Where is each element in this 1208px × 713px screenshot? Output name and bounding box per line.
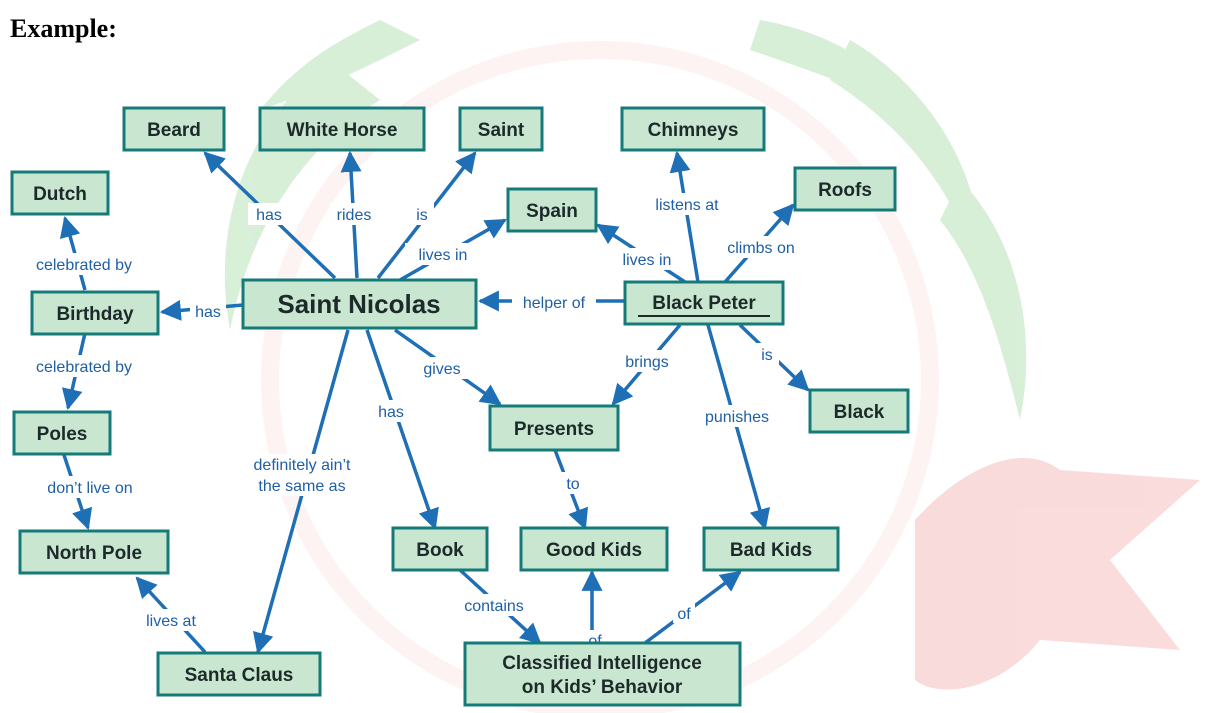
label-celebrated-by-1: celebrated by [36,257,132,274]
svg-text:White Horse: White Horse [287,120,398,141]
svg-text:Birthday: Birthday [56,304,134,325]
watermark-laurel-right-3 [940,180,1027,420]
label-definitely-line2: the same as [258,478,345,495]
node-classified-intelligence: Classified Intelligence on Kids’ Behavio… [463,641,742,707]
label-punishes: punishes [705,409,769,426]
node-spain: Spain [506,187,598,233]
watermark-ring [261,41,939,713]
node-saint: Saint [458,106,544,152]
label-lives-at: lives at [146,613,196,630]
svg-text:Black Peter: Black Peter [652,293,756,314]
label-is-saint: is [416,207,428,224]
label-has-book: has [378,404,404,421]
node-poles: Poles [12,410,112,456]
node-good-kids: Good Kids [519,526,669,572]
svg-text:Chimneys: Chimneys [648,120,739,141]
svg-text:on Kids’ Behavior: on Kids’ Behavior [522,677,683,698]
label-dont-live-on: don’t live on [47,480,132,497]
label-celebrated-by-2: celebrated by [36,359,132,376]
label-brings: brings [625,354,669,371]
node-santa-claus: Santa Claus [156,651,322,697]
svg-text:Dutch: Dutch [33,184,87,205]
label-gives: gives [423,361,460,378]
node-bad-kids: Bad Kids [702,526,840,572]
nodes: Beard White Horse Saint Chimneys Dutch R… [10,106,910,707]
edge-listens-at [669,150,700,283]
label-definitely-line1: definitely ain’t [254,457,352,474]
watermark-laurel-right-2 [750,20,920,110]
watermark-laurel-left-2 [260,20,420,110]
label-lives-in-2: lives in [623,252,672,269]
svg-text:Saint Nicolas: Saint Nicolas [277,289,440,319]
watermark-laurel-right [830,40,981,280]
node-book: Book [391,526,489,572]
svg-text:Black: Black [834,402,885,423]
node-white-horse: White Horse [258,106,426,152]
svg-text:Presents: Presents [514,419,594,440]
label-lives-in-1: lives in [419,247,468,264]
label-has-birthday: has [195,304,221,321]
svg-text:Poles: Poles [37,424,88,445]
label-contains: contains [464,598,524,615]
svg-text:Santa Claus: Santa Claus [185,665,294,686]
label-of-2: of [677,606,691,623]
node-north-pole: North Pole [18,529,170,575]
edge-has-book [365,329,439,530]
node-presents: Presents [488,404,620,452]
edges [59,150,810,655]
svg-text:Bad Kids: Bad Kids [730,540,812,561]
svg-text:Classified Intelligence: Classified Intelligence [502,653,702,674]
node-beard: Beard [122,106,226,152]
svg-text:Beard: Beard [147,120,201,141]
page-heading: Example: [10,14,117,43]
label-rides: rides [337,207,372,224]
label-climbs-on: climbs on [727,240,795,257]
node-dutch: Dutch [10,170,110,216]
node-black: Black [808,388,910,434]
edge-labels: has rides is lives in lives in listens a… [22,193,806,650]
node-birthday: Birthday [30,290,160,336]
label-is-black: is [761,347,773,364]
node-chimneys: Chimneys [620,106,766,152]
label-listens-at: listens at [655,197,719,214]
svg-text:Saint: Saint [478,120,525,141]
label-helper-of: helper of [523,295,586,312]
svg-text:Good Kids: Good Kids [546,540,642,561]
svg-text:Spain: Spain [526,201,578,222]
label-to: to [566,476,579,493]
svg-text:Roofs: Roofs [818,180,872,201]
node-roofs: Roofs [793,166,897,212]
node-black-peter: Black Peter [623,280,785,326]
watermark-ribbon [915,458,1200,690]
svg-text:North Pole: North Pole [46,543,142,564]
node-saint-nicolas: Saint Nicolas [241,278,478,330]
label-has-beard: has [256,207,282,224]
svg-text:Book: Book [416,540,464,561]
